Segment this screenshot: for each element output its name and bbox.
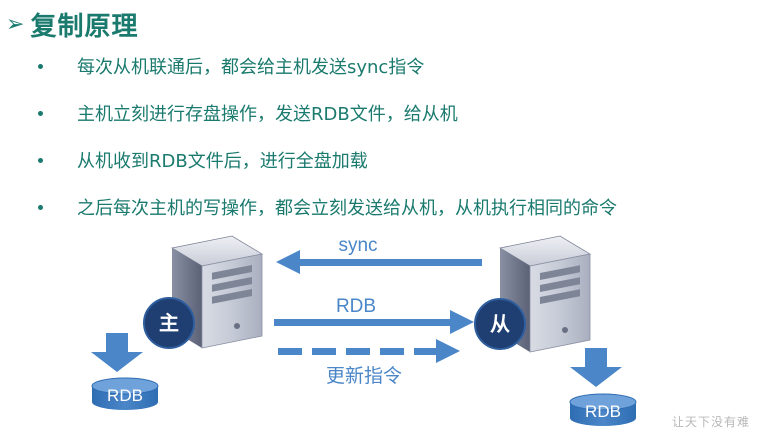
sync-label: sync <box>338 235 377 256</box>
list-item: 从机收到RDB文件后，进行全盘加载 <box>38 148 617 172</box>
rdb-transfer-label: RDB <box>336 296 376 317</box>
slide-title: 复制原理 <box>30 12 139 42</box>
bullet-text: 之后每次主机的写操作，都会立刻发送给从机，从机执行相同的命令 <box>77 198 617 219</box>
bullet-dot-icon <box>38 110 43 116</box>
update-command-arrow <box>278 339 460 363</box>
rdb-transfer-arrow <box>274 310 474 334</box>
slave-badge: 从 <box>474 298 526 350</box>
list-item: 之后每次主机的写操作，都会立刻发送给从机，从机执行相同的命令 <box>38 195 617 219</box>
right-down-arrow-icon <box>570 348 622 387</box>
bullet-list: 每次从机联通后，都会给主机发送sync指令 主机立刻进行存盘操作，发送RDB文件… <box>38 54 617 242</box>
update-command-label: 更新指令 <box>326 365 402 387</box>
bullet-dot-icon <box>38 157 43 163</box>
bullet-text: 从机收到RDB文件后，进行全盘加载 <box>77 151 368 172</box>
bullet-text: 每次从机联通后，都会给主机发送sync指令 <box>77 57 425 78</box>
bullet-dot-icon <box>38 63 43 69</box>
list-item: 每次从机联通后，都会给主机发送sync指令 <box>38 54 617 78</box>
sync-arrow <box>276 250 482 274</box>
left-rdb-disk-icon: RDB <box>91 377 159 410</box>
master-label: 主 <box>159 311 179 335</box>
right-rdb-disk-icon: RDB <box>569 393 637 426</box>
left-rdb-label: RDB <box>107 386 143 405</box>
watermark: 让天下没有难 <box>671 415 750 429</box>
title-arrow-icon: ➢ <box>6 12 25 37</box>
master-badge: 主 <box>143 297 195 349</box>
left-down-arrow-icon <box>91 333 143 372</box>
right-rdb-label: RDB <box>585 402 621 421</box>
slide-title-row: ➢ 复制原理 <box>6 6 138 43</box>
list-item: 主机立刻进行存盘操作，发送RDB文件，给从机 <box>38 101 617 125</box>
bullet-dot-icon <box>38 204 43 210</box>
slave-label: 从 <box>490 312 510 336</box>
bullet-text: 主机立刻进行存盘操作，发送RDB文件，给从机 <box>77 104 458 125</box>
